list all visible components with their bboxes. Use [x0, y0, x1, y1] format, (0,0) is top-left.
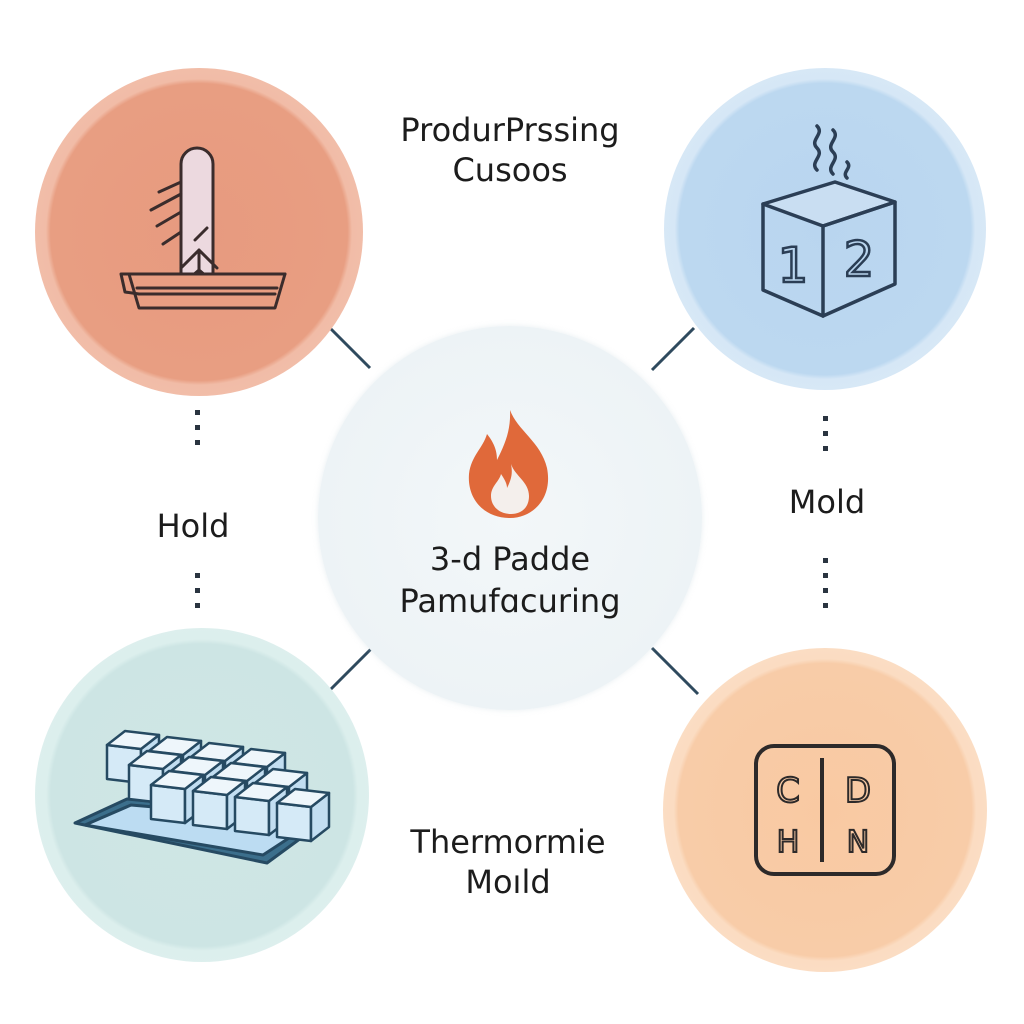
center-title: 3-d Padde Pamufɑcuring [399, 538, 620, 622]
center-title-line2: Pamufɑcuring [399, 582, 621, 620]
grid-letter-n: N [847, 825, 869, 860]
node-top-left [35, 68, 363, 396]
node-bottom-left [35, 628, 369, 962]
ice-cube-top [233, 781, 289, 803]
dotted-separator-right-lower [823, 558, 831, 618]
ice-cube-top [127, 749, 183, 771]
flame-icon [468, 410, 549, 518]
node-center: 3-d Padde Pamufɑcuring [318, 326, 702, 710]
grid-letter-c: C [776, 771, 800, 811]
label-top-line1: ProdurPrssing [400, 111, 620, 149]
ice-cube-top [191, 775, 247, 797]
label-top: ProdurPrssing Cusoos [360, 110, 660, 190]
ice-cube-top [149, 769, 205, 791]
plant-in-tray-icon [119, 146, 287, 310]
label-hold: Hold [156, 507, 230, 545]
node-top-right: 1 2 [664, 68, 986, 390]
ice-cube-top [105, 729, 161, 751]
numbered-cube-icon: 1 2 [761, 124, 897, 318]
grid-letter-h: H [777, 825, 800, 860]
cube-number-1: 1 [778, 238, 809, 294]
connector-bottom-left [326, 646, 374, 694]
dotted-separator-left-lower [195, 573, 203, 618]
label-top-line2: Cusoos [452, 151, 568, 189]
ice-cube-front [275, 801, 313, 843]
ice-cube-top [231, 747, 287, 769]
connector-top-left [326, 324, 372, 370]
ice-cube-top [169, 755, 225, 777]
ice-cube-front [191, 789, 229, 831]
dotted-separator-right-upper [823, 416, 831, 461]
ice-cube-front [149, 783, 187, 825]
ice-cube-front [233, 795, 271, 837]
ice-cube-top [189, 741, 245, 763]
node-bottom-right: C D H N [663, 648, 987, 972]
label-mold: Mold [788, 483, 866, 521]
ice-cube-top [253, 767, 309, 789]
grid-letter-d: D [845, 771, 871, 811]
letter-grid-icon: C D H N [754, 744, 896, 876]
ice-cube-tray-icon [73, 729, 331, 865]
dotted-separator-left-upper [195, 410, 203, 455]
center-title-line1: 3-d Padde [429, 540, 591, 578]
label-bottom: Thermormie Moıld [378, 822, 638, 902]
connector-top-right [650, 326, 696, 372]
cube-number-2: 2 [844, 232, 875, 288]
ice-cube-top [147, 735, 203, 757]
label-bottom-line2: Moıld [465, 863, 551, 901]
label-bottom-line1: Thermormie [410, 823, 606, 861]
ice-cube-top [275, 787, 331, 809]
connector-bottom-right [650, 646, 700, 696]
ice-cube-top [211, 761, 267, 783]
